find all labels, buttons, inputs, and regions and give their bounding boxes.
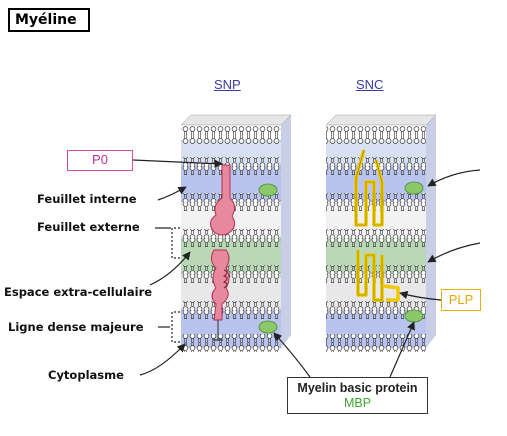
snc-header: SNC xyxy=(356,77,384,92)
label-cytoplasme: Cytoplasme xyxy=(48,368,124,382)
mbp-protein-icon xyxy=(258,183,278,197)
mbp-label-line1: Myelin basic protein xyxy=(297,381,418,395)
p0-protein-icon xyxy=(210,164,236,341)
mbp-label-box: Myelin basic protein MBP xyxy=(287,377,428,414)
snp-column xyxy=(180,114,292,352)
label-feuillet-interne: Feuillet interne xyxy=(37,192,137,206)
snc-column xyxy=(325,114,437,352)
label-feuillet-externe: Feuillet externe xyxy=(37,220,140,234)
snp-header: SNP xyxy=(214,77,241,92)
snp-lipid-bilayers xyxy=(181,126,281,352)
page-title: Myéline xyxy=(8,8,90,32)
p0-label-box: P0 xyxy=(67,150,133,171)
label-espace-extracellulaire: Espace extra-cellulaire xyxy=(4,285,153,299)
plp-label-box: PLP xyxy=(441,289,481,311)
mbp-label-line2: MBP xyxy=(343,396,372,410)
label-ligne-dense-majeure: Ligne dense majeure xyxy=(8,320,144,334)
annotation-arrows xyxy=(132,159,481,378)
